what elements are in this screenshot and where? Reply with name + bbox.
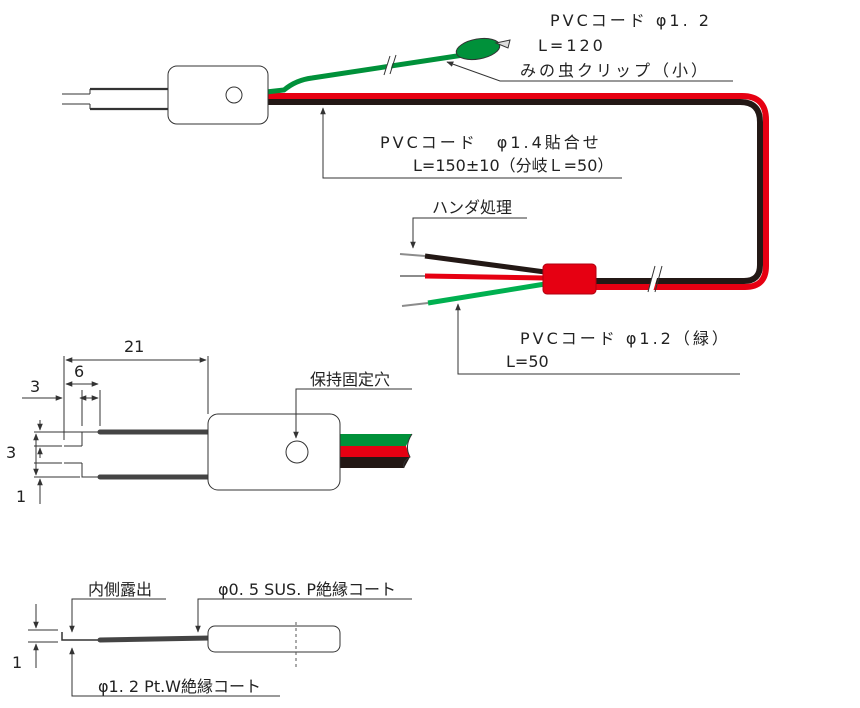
exposed-label: 内側露出 xyxy=(88,580,152,599)
dim-3-top: 3 xyxy=(30,377,40,396)
hole-leader xyxy=(293,388,412,439)
mid-diagram: 21 6 3 3 1 保持固定穴 xyxy=(6,337,413,506)
cable-break-mark xyxy=(647,265,663,294)
dim-6: 6 xyxy=(74,362,84,381)
mid-pins xyxy=(64,429,213,480)
mid-sensor-body xyxy=(207,413,341,491)
sensor-pins xyxy=(62,87,168,111)
cable-end xyxy=(338,433,413,469)
branch-sleeve xyxy=(542,263,597,295)
clip-cable-length: L=120 xyxy=(538,36,606,55)
side-probe xyxy=(61,622,341,668)
branch-wires xyxy=(399,253,597,307)
mount-hole-icon xyxy=(285,440,309,464)
dim-1: 1 xyxy=(16,487,26,506)
branch-cable-label: PVCコード φ1.2（緑） xyxy=(520,329,731,348)
hole-label: 保持固定穴 xyxy=(310,370,390,389)
clip-label: みの虫クリップ（小） xyxy=(520,61,710,80)
sensor-body xyxy=(167,65,269,125)
top-diagram: PVCコード φ1. 2 L=120 みの虫クリップ（小） PVCコード φ1.… xyxy=(62,11,769,375)
main-cable-length: L=150±10（分岐Ｌ=50） xyxy=(413,156,613,175)
alligator-clip xyxy=(455,37,511,61)
main-cable xyxy=(266,93,769,294)
sus-label: φ0. 5 SUS. P絶縁コート xyxy=(218,580,396,599)
main-cable-label: PVCコード φ1.4貼合せ xyxy=(380,133,602,152)
solder-label: ハンダ処理 xyxy=(432,198,512,217)
clip-cable-label: PVCコード φ1. 2 xyxy=(550,11,712,30)
clip-cable xyxy=(265,37,511,95)
dim-1-bottom: 1 xyxy=(12,653,22,672)
mid-dimensions xyxy=(22,356,209,504)
pt-label: φ1. 2 Pt.W絶縁コート xyxy=(98,677,261,696)
dim-21: 21 xyxy=(124,337,144,356)
mount-hole-icon xyxy=(225,86,243,104)
bottom-diagram: 内側露出 φ0. 5 SUS. P絶縁コート φ1. 2 Pt.W絶縁コート 1 xyxy=(12,580,412,697)
dim-3-side: 3 xyxy=(6,443,16,462)
bottom-leaders xyxy=(28,598,412,697)
branch-cable-length: L=50 xyxy=(506,352,549,371)
clip-cable-break-mark xyxy=(383,54,397,77)
top-leaders xyxy=(320,61,740,375)
